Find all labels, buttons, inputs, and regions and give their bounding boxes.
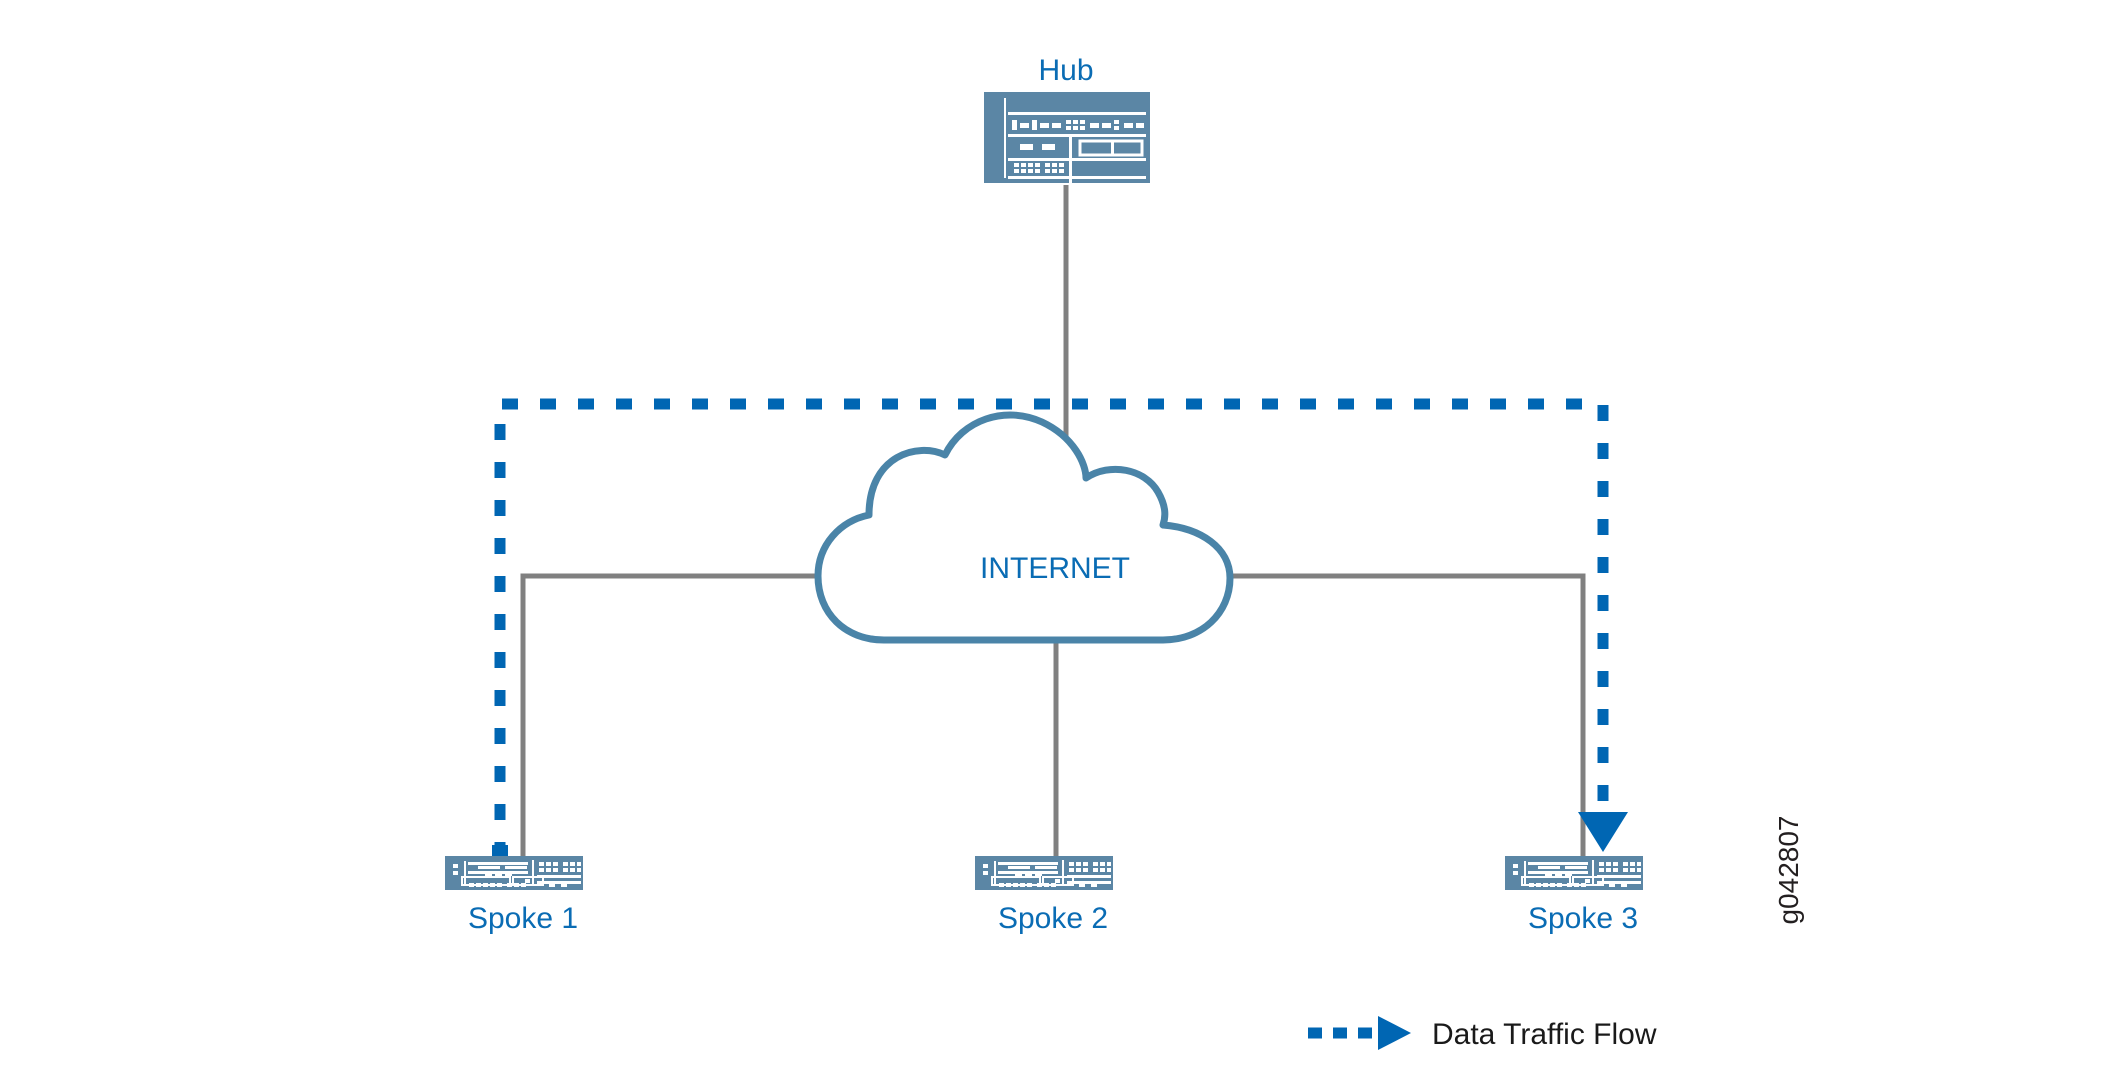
spoke1-device-icon [444, 855, 584, 891]
legend-arrowhead-icon [1378, 1016, 1411, 1050]
legend-item-data-traffic-flow: Data Traffic Flow [1308, 1016, 1657, 1051]
node-spoke3[interactable]: Spoke 3 [1504, 855, 1644, 935]
flow-dashed-line [494, 398, 1609, 858]
node-hub[interactable]: Hub [982, 54, 1152, 185]
link-group-solid [520, 185, 1586, 858]
link-cloud-to-spoke1 [520, 573, 884, 858]
node-spoke1[interactable]: Spoke 1 [444, 845, 584, 935]
legend-item-label: Data Traffic Flow [1432, 1018, 1657, 1051]
spoke3-device-icon [1504, 855, 1644, 891]
spoke3-label: Spoke 3 [1528, 902, 1638, 935]
spoke2-device-icon [974, 855, 1114, 891]
hub-label: Hub [1038, 54, 1093, 87]
node-spoke2[interactable]: Spoke 2 [974, 855, 1114, 935]
data-traffic-flow-path [494, 398, 1628, 858]
cloud-shape-icon [814, 411, 1234, 644]
spoke1-label: Spoke 1 [468, 902, 578, 935]
hub-device-icon [982, 90, 1152, 185]
spoke2-label: Spoke 2 [998, 902, 1108, 935]
watermark-id: g042807 [1773, 815, 1804, 924]
flow-arrowhead-icon [1578, 812, 1628, 852]
link-cloud-to-spoke3 [1230, 573, 1586, 858]
internet-cloud: INTERNET [814, 411, 1234, 644]
cloud-label: INTERNET [980, 552, 1130, 585]
legend: Data Traffic Flow [1308, 1016, 1657, 1051]
